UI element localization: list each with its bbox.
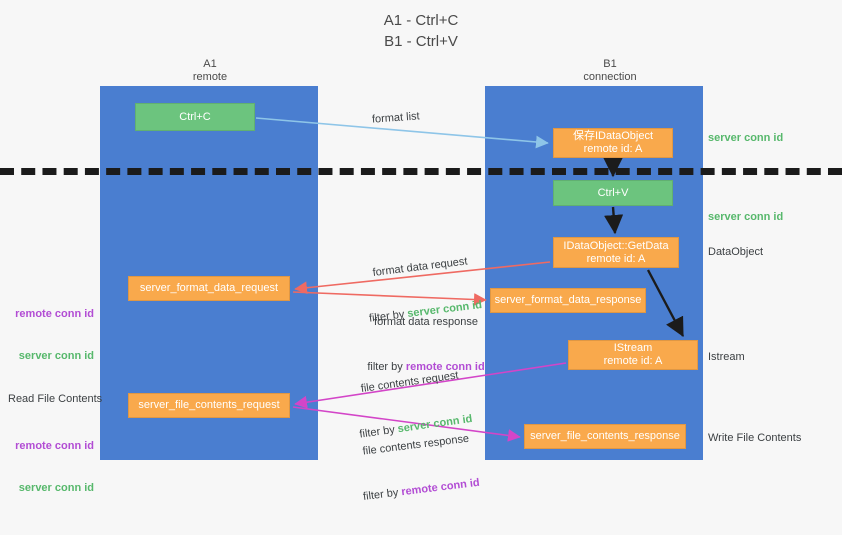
label-server-conn-id-top: server conn id xyxy=(708,132,784,144)
node-server-format-data-response[interactable]: server_format_data_response xyxy=(490,288,646,313)
diagram-canvas: A1 - Ctrl+C B1 - Ctrl+V A1 remote B1 con… xyxy=(0,12,842,503)
node-server-format-data-request[interactable]: server_format_data_request xyxy=(128,276,290,301)
node-ctrl-c[interactable]: Ctrl+C xyxy=(135,103,255,131)
lane-header-a1: A1 remote xyxy=(192,58,228,83)
label-format-data-response-line1: format data response xyxy=(374,316,478,328)
label-server-conn-id: server conn id xyxy=(18,350,94,362)
node-save-idataobject[interactable]: 保存IDataObject remote id: A xyxy=(553,128,673,158)
node-ctrl-v[interactable]: Ctrl+V xyxy=(553,180,673,206)
label-write-file-contents: Write File Contents xyxy=(708,432,802,444)
label-conn-ids-format: remote conn id server conn id xyxy=(8,279,94,391)
label-read-file-contents: Read File Contents xyxy=(8,393,103,405)
lane-header-b1: B1 connection xyxy=(583,58,637,83)
label-remote-conn-id-2: remote conn id xyxy=(15,440,94,452)
label-istream: Istream xyxy=(708,351,745,363)
label-format-data-request-line1: format data request xyxy=(371,255,469,279)
label-format-data-response-filter: filter by remote conn id xyxy=(367,361,485,373)
node-server-file-contents-request[interactable]: server_file_contents_request xyxy=(128,393,290,418)
label-format-list: format list xyxy=(371,110,421,126)
token-remote-conn-id-2: remote conn id xyxy=(400,476,481,499)
label-file-contents-response-filter: filter by remote conn id xyxy=(362,476,481,503)
label-file-contents-response-line1: file contents response xyxy=(362,432,470,458)
phase-divider xyxy=(0,168,842,175)
token-remote-conn-id: remote conn id xyxy=(405,361,485,373)
label-dataobject: DataObject xyxy=(708,246,764,258)
node-idataobject-getdata[interactable]: IDataObject::GetData remote id: A xyxy=(553,237,679,268)
label-file-contents-request-line1: file contents request xyxy=(360,369,460,396)
label-remote-conn-id: remote conn id xyxy=(15,308,94,320)
label-format-data-response: format data response filter by remote co… xyxy=(340,285,512,405)
label-conn-ids-file: remote conn id server conn id xyxy=(8,411,94,523)
node-istream[interactable]: IStream remote id: A xyxy=(568,340,698,370)
label-server-conn-id-mid: server conn id xyxy=(708,211,784,223)
label-server-conn-id-2: server conn id xyxy=(18,482,94,494)
page-title: A1 - Ctrl+C B1 - Ctrl+V xyxy=(383,12,459,50)
label-file-contents-response: file contents response filter by remote … xyxy=(353,401,484,534)
node-server-file-contents-response[interactable]: server_file_contents_response xyxy=(524,424,686,449)
